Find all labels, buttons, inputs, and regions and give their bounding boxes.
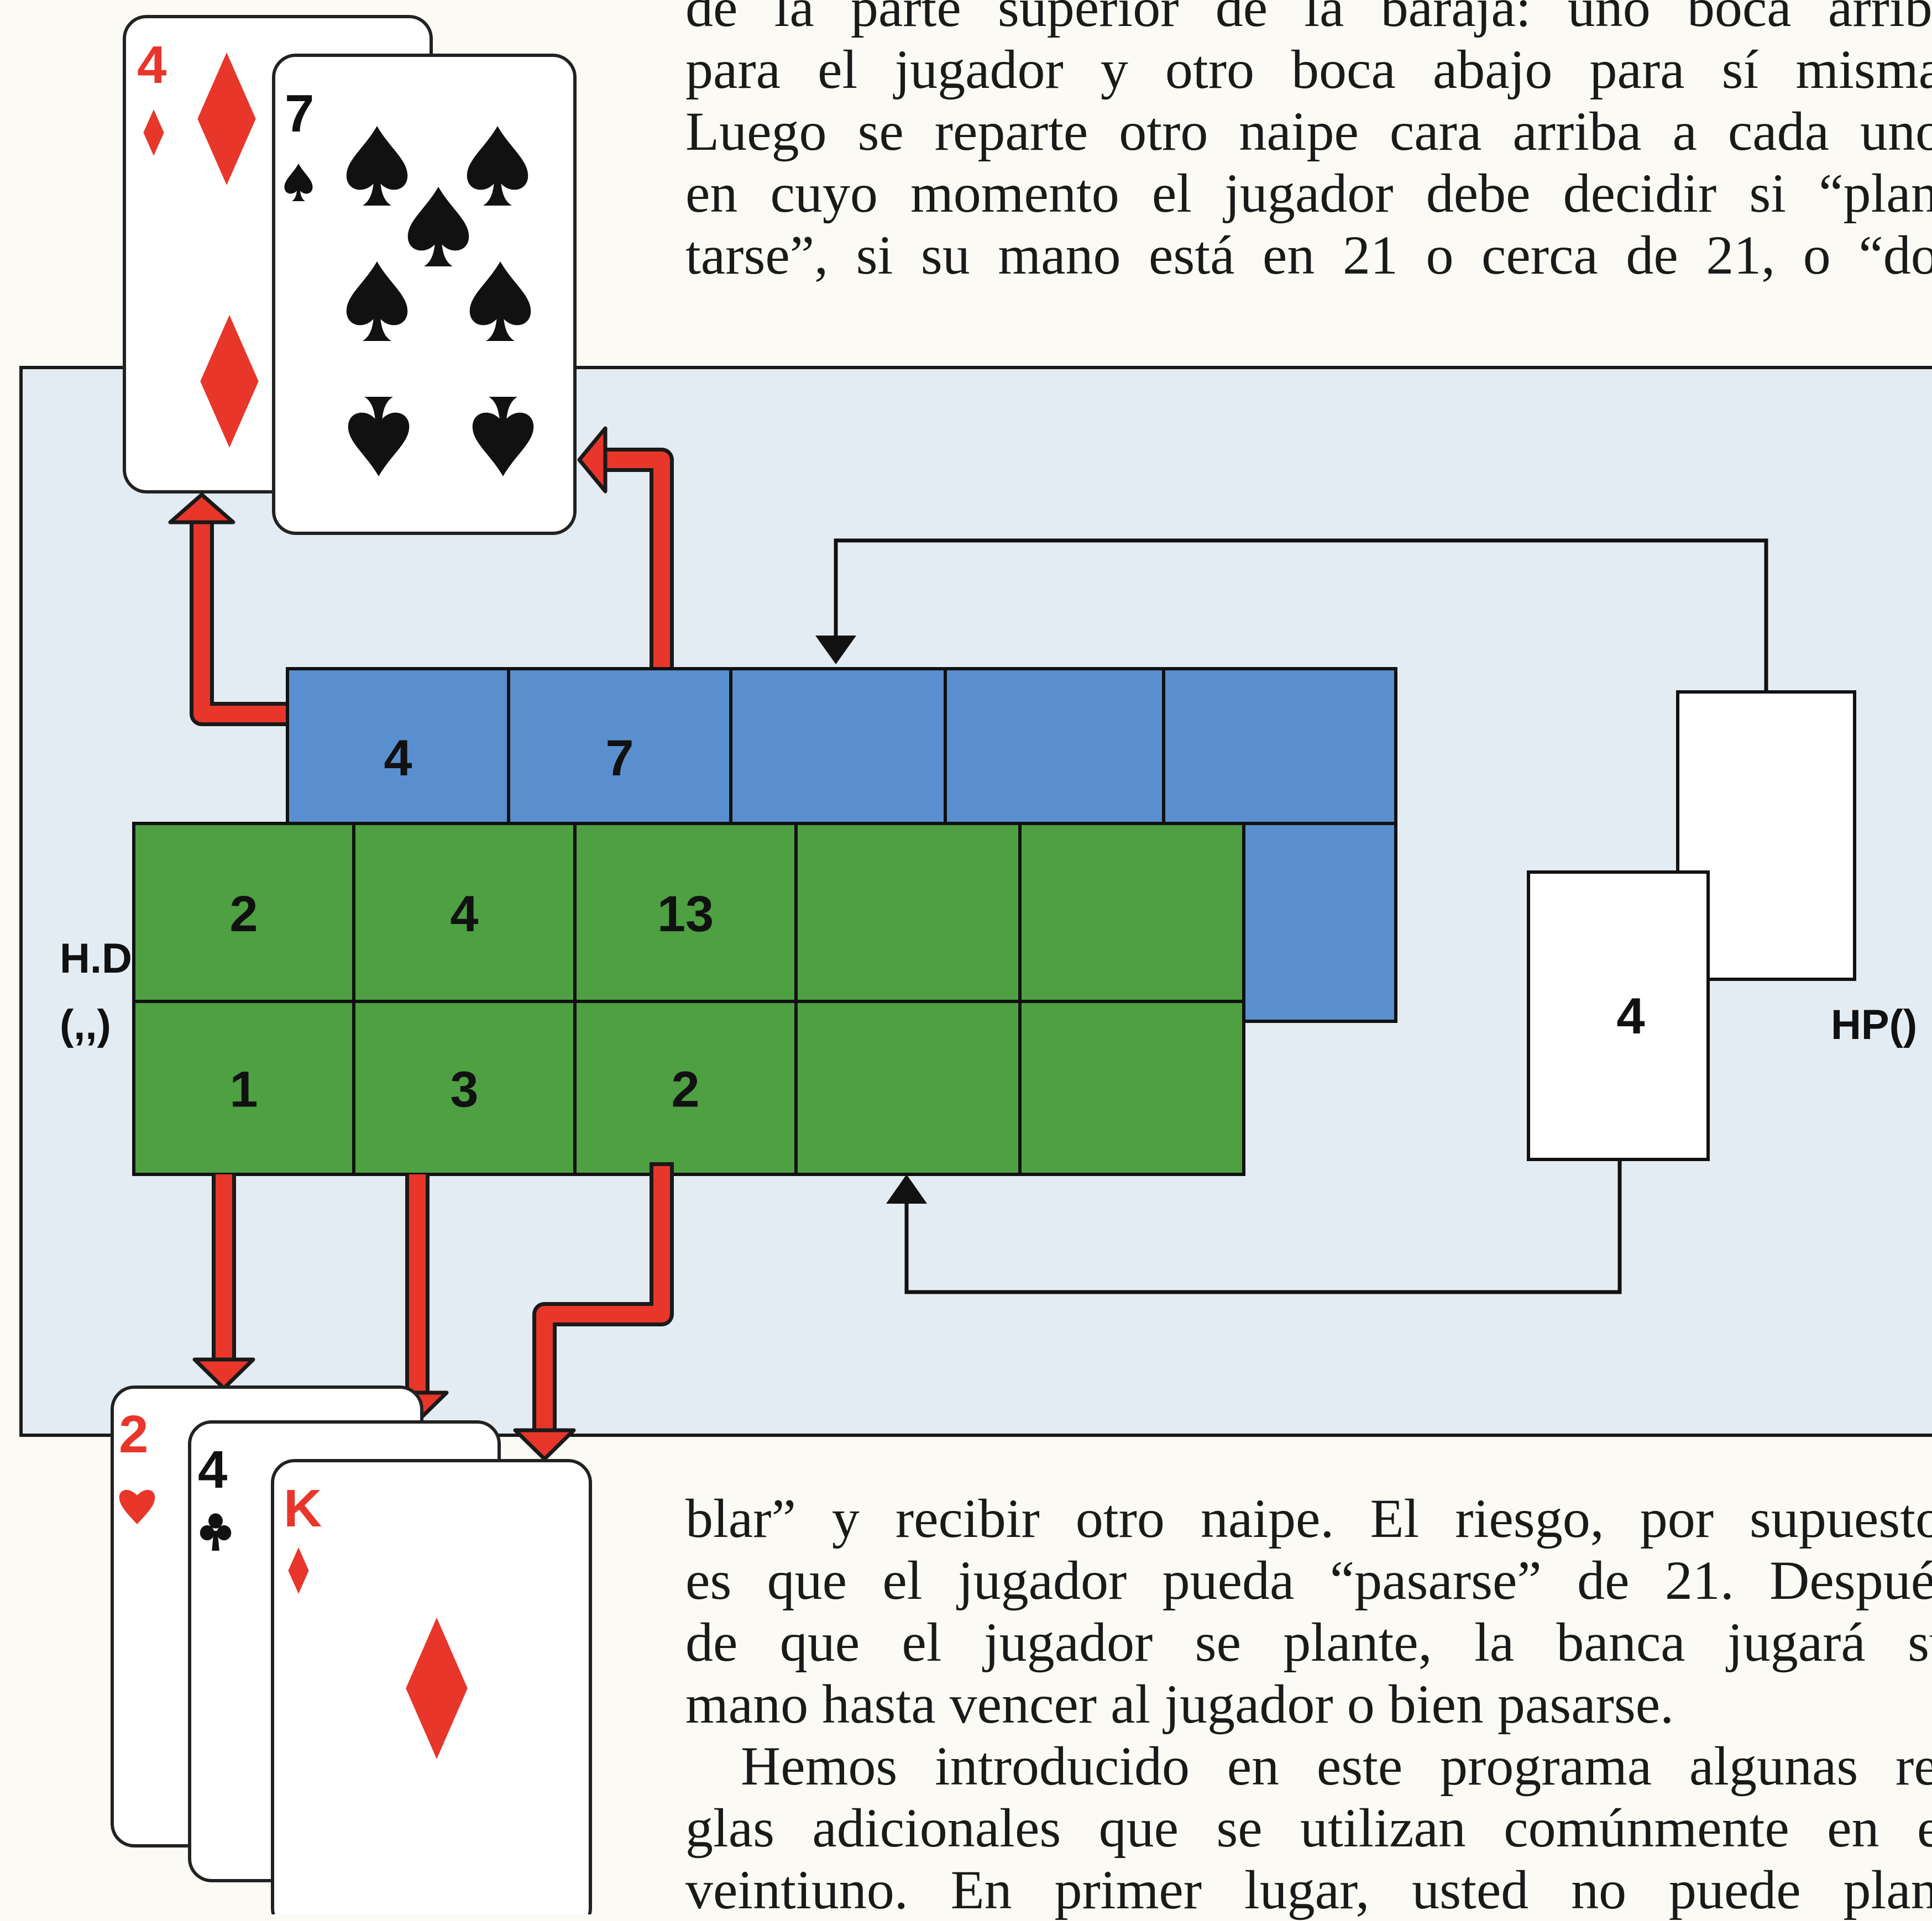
green-cell-value: 13 — [657, 886, 714, 942]
hd-label-indices: (,,) — [60, 1001, 111, 1048]
hp-label: HP() — [1831, 1001, 1917, 1048]
green-cell-value: 2 — [671, 1062, 699, 1118]
green-cell-value: 3 — [450, 1062, 478, 1118]
blue-cell-value: 4 — [384, 730, 412, 786]
green-array-cell — [1020, 823, 1244, 1001]
card-rank: 2 — [119, 1405, 148, 1464]
dealer-card-7-spades: 7 — [274, 55, 575, 533]
blue-array-cell — [731, 669, 945, 823]
card-rank: K — [284, 1479, 322, 1538]
blue-array-cell — [945, 669, 1164, 823]
green-cell-value: 1 — [229, 1062, 258, 1118]
hd-label: H.D — [60, 935, 132, 982]
card-rank: 4 — [137, 35, 166, 95]
green-array-cell — [796, 823, 1020, 1001]
card-rank: 7 — [285, 84, 314, 143]
green-array-cell — [796, 1001, 1020, 1174]
blue-array-cell — [1164, 669, 1396, 823]
blue-cell-value: 7 — [605, 730, 633, 786]
green-cell-value: 2 — [229, 886, 258, 942]
green-array-cell — [1020, 1001, 1244, 1174]
hp-front-value: 4 — [1616, 988, 1645, 1045]
player-card-k-diamonds: K — [273, 1461, 590, 1914]
card-rank: 4 — [198, 1440, 227, 1499]
green-cell-value: 4 — [450, 886, 478, 942]
